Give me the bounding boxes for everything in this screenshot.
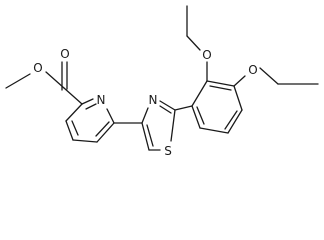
chemical-structure: O O N N S O O (5, 5, 319, 158)
pyridine-bond-c3-c2 (65, 103, 83, 122)
benzene-bond-6 (191, 105, 201, 129)
bond-o-ch2-upper (186, 35, 201, 51)
pyridine-bond-c6-c5 (96, 122, 115, 143)
benzene-bond-1 (191, 80, 208, 107)
ethoxy-group-lower (233, 67, 319, 87)
pyridine-bond-c5-c4 (72, 139, 98, 143)
bond-carbonyl-ring (63, 87, 83, 105)
atom-o-ethoxy-upper: O (202, 48, 211, 62)
benzene-bond-5 (199, 127, 229, 134)
pyridine-bond-c5-c6-inner (95, 121, 110, 137)
atom-o-ethoxy-lower: O (248, 63, 257, 77)
atom-s-thiazole: S (164, 144, 172, 158)
bond-methyl-o (5, 73, 31, 89)
methyl-ester-group (5, 61, 83, 105)
thiazole-bond-c5-c4-inner (146, 124, 154, 147)
atom-o-ester: O (33, 61, 42, 75)
thiazole-bond-n3-c2-inner (159, 105, 172, 114)
bond-thiazole-benzene (174, 105, 193, 111)
benzene-bond-2-inner (209, 85, 232, 91)
pyridine-bond-n1-c6 (106, 108, 115, 124)
ethoxy-group-upper (186, 5, 208, 82)
benzene-bond-6-inner (196, 106, 205, 125)
thiazole-bond-c2-s1 (170, 109, 176, 142)
bond-ring-o-lower (233, 75, 246, 87)
thiazole-ring (141, 100, 176, 151)
thiazole-bond-c4-n3 (141, 107, 149, 124)
pyridine-bond-c2-n1 (81, 98, 94, 105)
thiazole-bond-c5-c4-outer (141, 122, 150, 151)
pyridine-bond-c4-c3-inner (71, 120, 79, 136)
pyridine-bond-c2-n1-inner (85, 103, 97, 110)
benzene-ring (191, 80, 243, 134)
pyridine-bond-c4-c3-outer (65, 120, 74, 141)
thiazole-bond-n3-c2 (159, 100, 176, 111)
benzene-bond-4-inner (224, 110, 238, 130)
bond-o-ch2-lower (259, 67, 279, 85)
atom-labels: O O N N S O O (33, 47, 257, 158)
benzene-bond-4 (227, 109, 243, 134)
pyridine-ring (65, 98, 115, 143)
atom-o-carbonyl: O (60, 47, 69, 61)
benzene-bond-3 (233, 85, 243, 111)
benzene-bond-2 (206, 80, 235, 87)
atom-n-thiazole: N (149, 93, 158, 107)
atom-n-pyridine: N (97, 93, 106, 107)
bond-o-carbonyl (45, 71, 65, 89)
